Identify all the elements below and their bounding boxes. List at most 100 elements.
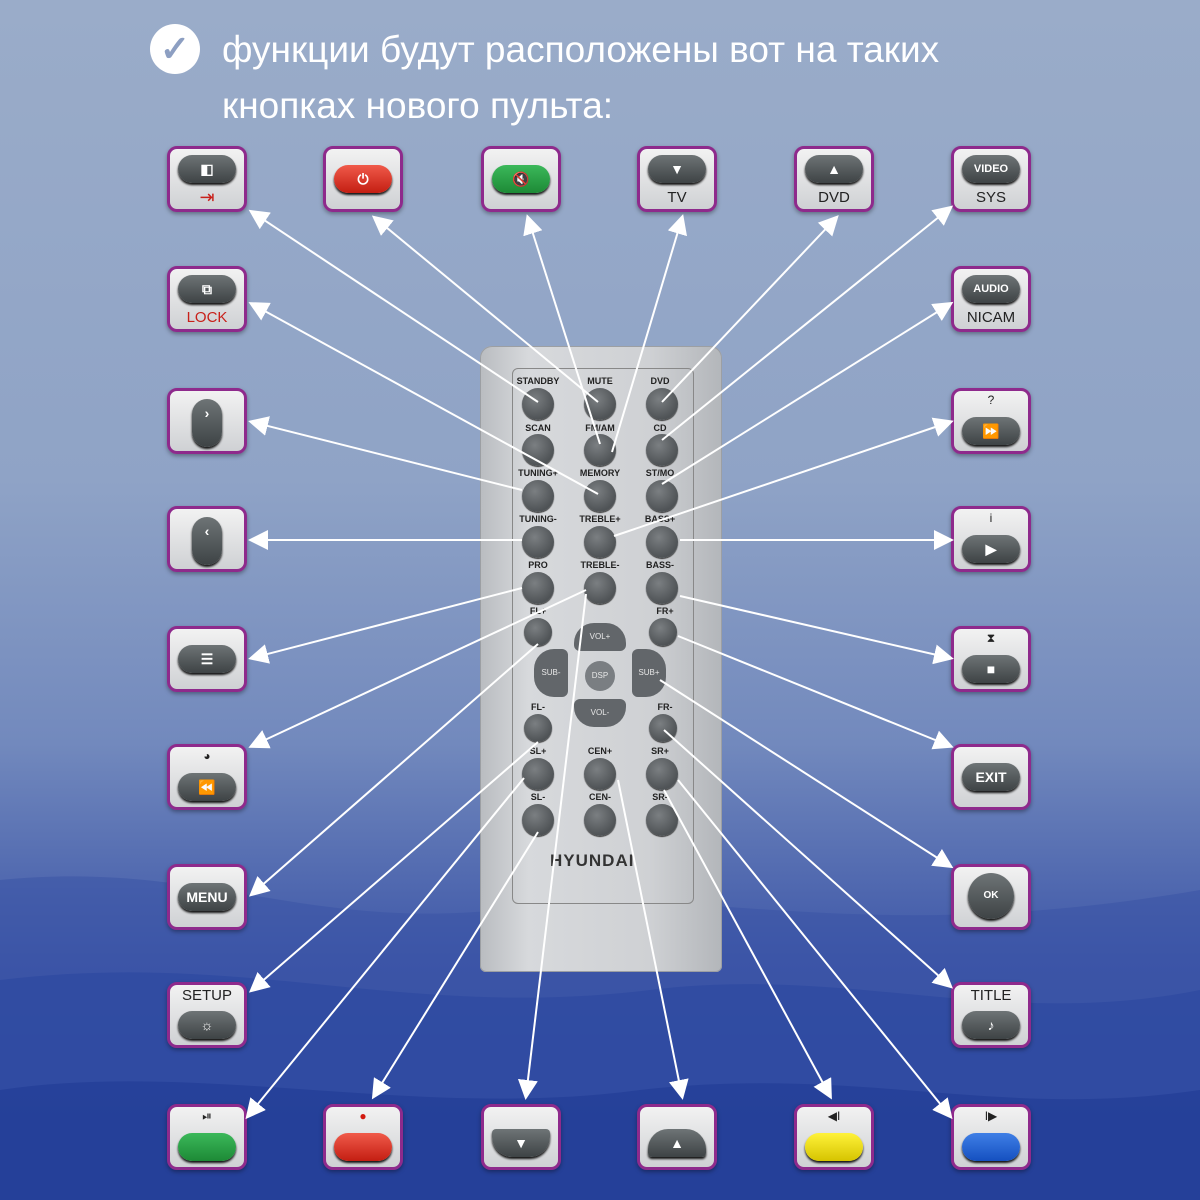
tile-navigation[interactable]: OK xyxy=(951,864,1031,930)
remote-scan-button[interactable] xyxy=(522,434,554,466)
play-icon: ▶ xyxy=(962,535,1020,563)
remote-fl-minus-button[interactable] xyxy=(524,714,552,742)
remote-memory-button[interactable] xyxy=(584,480,616,512)
tile-tv[interactable]: ▼ TV xyxy=(637,146,717,212)
remote-dvd-button[interactable] xyxy=(646,388,678,420)
header-line-2: кнопках нового пульта: xyxy=(222,85,614,126)
tile-exit-label: EXIT xyxy=(962,763,1020,791)
label-cen-minus: CEN- xyxy=(589,792,611,802)
label-standby: STANDBY xyxy=(516,376,560,386)
label-mute: MUTE xyxy=(587,376,613,386)
tile-mute[interactable]: 🔇 xyxy=(481,146,561,212)
step-forward-icon: ⏯ xyxy=(202,1109,212,1123)
tile-audio-nicam[interactable]: AUDIO NICAM xyxy=(951,266,1031,332)
remote-sub-plus-button[interactable]: SUB+ xyxy=(632,649,666,697)
label-tuning-plus: TUNING+ xyxy=(518,468,558,478)
label-fmam: FM/AM xyxy=(585,423,615,433)
label-bass-minus: BASS- xyxy=(645,560,674,570)
tile-video-sys[interactable]: VIDEO SYS xyxy=(951,146,1031,212)
power-icon: ⏻ xyxy=(334,165,392,193)
green-key-icon xyxy=(178,1133,236,1161)
remote-bass-minus-button[interactable] xyxy=(646,572,678,604)
input-arrow-icon: ⇥ xyxy=(199,187,215,207)
remote-cen-minus-button[interactable] xyxy=(584,804,616,836)
tile-power[interactable]: ⏻ xyxy=(323,146,403,212)
remote-fr-minus-button[interactable] xyxy=(649,714,677,742)
arrow-up-icon: ▲ xyxy=(648,1129,706,1157)
remote-mute-button[interactable] xyxy=(584,388,616,420)
tile-green[interactable]: ⏯ xyxy=(167,1104,247,1170)
label-memory: MEMORY xyxy=(579,468,621,478)
remote-standby-button[interactable] xyxy=(522,388,554,420)
remote-cen-plus-button[interactable] xyxy=(584,758,616,790)
label-sl-minus: SL- xyxy=(530,792,546,802)
remote-vol-plus-button[interactable]: VOL+ xyxy=(574,623,626,651)
tile-rewind[interactable]: ◕ ⏪ xyxy=(167,744,247,810)
tile-menu-label: MENU xyxy=(178,883,236,911)
label-cen-plus: CEN+ xyxy=(587,746,613,756)
tile-right[interactable]: › xyxy=(167,388,247,454)
remote-treble-plus-button[interactable] xyxy=(584,526,616,558)
label-fr-minus: FR- xyxy=(657,702,673,712)
remote-fr-plus-button[interactable] xyxy=(649,618,677,646)
label-fl-minus: FL- xyxy=(531,702,545,712)
remote-cd-button[interactable] xyxy=(646,434,678,466)
header-line-1: функции будут расположены вот на таких xyxy=(222,29,940,70)
label-fr-plus: FR+ xyxy=(656,606,674,616)
remote-control: STANDBY MUTE DVD SCAN FM/AM CD TUNING+ M… xyxy=(480,346,722,972)
label-dvd: DVD xyxy=(650,376,670,386)
stop-icon: ■ xyxy=(962,655,1020,683)
remote-stmo-button[interactable] xyxy=(646,480,678,512)
remote-sl-plus-button[interactable] xyxy=(522,758,554,790)
tile-red[interactable]: ● xyxy=(323,1104,403,1170)
remote-pro-button[interactable] xyxy=(522,572,554,604)
tile-exit[interactable]: EXIT xyxy=(951,744,1031,810)
remote-tuning-plus-button[interactable] xyxy=(522,480,554,512)
tile-page-up[interactable]: ▲ xyxy=(637,1104,717,1170)
tile-dvd[interactable]: ▲ DVD xyxy=(794,146,874,212)
tile-audio-label: AUDIO xyxy=(962,275,1020,303)
tile-fast-forward[interactable]: ? ⏩ xyxy=(951,388,1031,454)
label-sl-plus: SL+ xyxy=(529,746,547,756)
tile-nicam-label: NICAM xyxy=(966,309,1016,326)
arrow-down-icon: ▼ xyxy=(492,1129,550,1157)
chevron-right-icon: › xyxy=(192,399,222,447)
label-stmo: ST/MO xyxy=(645,468,675,478)
remote-fmam-button[interactable] xyxy=(584,434,616,466)
tile-input[interactable]: ◧ ⇥ xyxy=(167,146,247,212)
record-icon: ● xyxy=(359,1109,367,1123)
remote-dsp-button[interactable]: DSP xyxy=(585,661,615,691)
tile-yellow[interactable]: ◀I xyxy=(794,1104,874,1170)
label-tuning-minus: TUNING- xyxy=(519,514,557,524)
tile-menu[interactable]: MENU xyxy=(167,864,247,930)
tile-title-label: TITLE xyxy=(970,987,1012,1004)
remote-tuning-minus-button[interactable] xyxy=(522,526,554,558)
remote-sr-plus-button[interactable] xyxy=(646,758,678,790)
label-cd: CD xyxy=(653,423,667,433)
tile-title[interactable]: TITLE ♪ xyxy=(951,982,1031,1048)
fast-forward-icon: ⏩ xyxy=(962,417,1020,445)
tile-setup[interactable]: SETUP ☼ xyxy=(167,982,247,1048)
tile-lock[interactable]: ⧉ LOCK xyxy=(167,266,247,332)
tile-page-down[interactable]: ▼ xyxy=(481,1104,561,1170)
tile-play[interactable]: i ▶ xyxy=(951,506,1031,572)
subtitle-icon: ⧉ xyxy=(178,275,236,303)
header-text: функции будут расположены вот на таких к… xyxy=(222,22,1122,134)
remote-sl-minus-button[interactable] xyxy=(522,804,554,836)
hold-icon: ⧗ xyxy=(986,631,996,645)
remote-bass-plus-button[interactable] xyxy=(646,526,678,558)
slow-forward-icon: I▶ xyxy=(984,1109,998,1123)
tile-teletext[interactable]: ☰ xyxy=(167,626,247,692)
check-circle-icon: ✓ xyxy=(150,24,200,74)
tile-blue[interactable]: I▶ xyxy=(951,1104,1031,1170)
remote-sub-minus-button[interactable]: SUB- xyxy=(534,649,568,697)
teletext-icon: ☰ xyxy=(178,645,236,673)
tile-left[interactable]: ‹ xyxy=(167,506,247,572)
remote-treble-minus-button[interactable] xyxy=(584,572,616,604)
label-treble-plus: TREBLE+ xyxy=(579,514,621,524)
label-treble-minus: TREBLE- xyxy=(580,560,620,570)
remote-vol-minus-button[interactable]: VOL- xyxy=(574,699,626,727)
nav-ok-icon: OK xyxy=(968,873,1014,919)
remote-sr-minus-button[interactable] xyxy=(646,804,678,836)
tile-stop[interactable]: ⧗ ■ xyxy=(951,626,1031,692)
